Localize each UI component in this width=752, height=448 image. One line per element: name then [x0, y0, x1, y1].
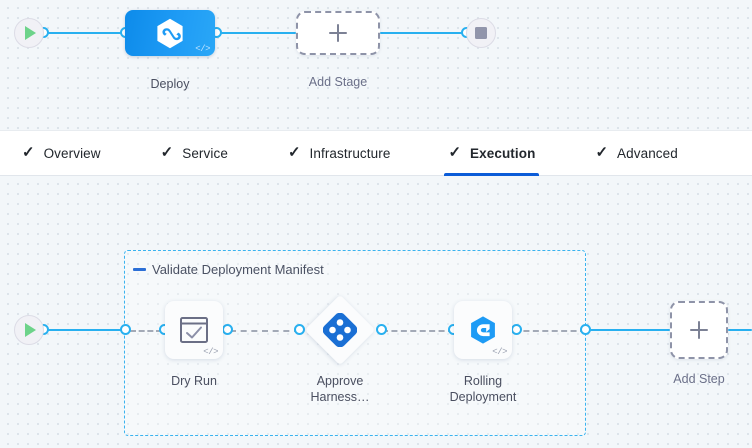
- port-rolling-out: [511, 324, 522, 335]
- check-icon: ✓: [22, 143, 35, 161]
- step-label-rolling-deployment: Rolling Deployment: [433, 373, 533, 405]
- connector-start-to-deploy: [44, 32, 126, 34]
- plus-icon: [690, 321, 708, 339]
- stage-label-deploy: Deploy: [150, 77, 190, 91]
- step-label-approve-harness: Approve Harness…: [290, 373, 390, 405]
- tab-service[interactable]: ✓ Service: [147, 130, 242, 176]
- port-dryrun-out: [222, 324, 233, 335]
- plus-icon: [329, 24, 347, 42]
- check-icon: ✓: [160, 143, 174, 161]
- step-label-add-step: Add Step: [673, 372, 725, 386]
- check-icon: ✓: [287, 143, 301, 161]
- play-icon: [25, 323, 36, 337]
- port-approve-out: [376, 324, 387, 335]
- stage-config-tabs: ✓ Overview ✓ Service ✓ Infrastructure ✓ …: [0, 130, 752, 176]
- code-badge-icon: </>: [195, 44, 210, 54]
- step-node-dry-run[interactable]: </>: [165, 301, 223, 359]
- add-stage-button[interactable]: [296, 11, 380, 55]
- step-label-line-2: Harness…: [310, 390, 370, 404]
- play-icon: [25, 26, 36, 40]
- step-node-rolling-deployment[interactable]: </>: [454, 301, 512, 359]
- tab-execution[interactable]: ✓ Execution: [434, 130, 549, 176]
- step-label-line-2: Deployment: [449, 390, 517, 404]
- checklist-window-icon: [180, 317, 208, 343]
- step-group-header[interactable]: Validate Deployment Manifest: [133, 262, 324, 277]
- port-group-in: [120, 324, 131, 335]
- connector-group-to-dryrun: [130, 330, 162, 332]
- stage-label-add-stage: Add Stage: [308, 75, 368, 89]
- port-approve-in: [294, 324, 305, 335]
- port-group-out: [580, 324, 591, 335]
- add-step-button[interactable]: [670, 301, 728, 359]
- tab-label: Overview: [43, 145, 101, 161]
- connector-deploy-to-addstage: [216, 32, 296, 34]
- check-icon: ✓: [595, 143, 609, 161]
- pipeline-start-node[interactable]: [14, 18, 44, 48]
- code-badge-icon: </>: [492, 347, 507, 357]
- connector-addstage-to-end: [380, 32, 466, 34]
- harness-hexagon-icon: [157, 18, 183, 48]
- step-node-approve-harness[interactable]: [304, 294, 376, 366]
- connector-start-to-group: [44, 329, 126, 331]
- tab-infrastructure[interactable]: ✓ Infrastructure: [274, 130, 405, 176]
- connector-dryrun-to-approve: [230, 330, 300, 332]
- check-icon: ✓: [448, 143, 462, 161]
- connector-rolling-to-groupout: [514, 330, 586, 332]
- connector-group-to-addstep: [586, 329, 670, 331]
- connector-addstep-to-edge: [728, 329, 752, 331]
- step-label-line-1: Approve: [316, 374, 364, 388]
- execution-start-node[interactable]: [14, 315, 44, 345]
- tab-label: Infrastructure: [309, 145, 391, 161]
- tab-label: Execution: [470, 145, 536, 161]
- step-label-line-1: Rolling: [463, 374, 503, 388]
- execution-canvas[interactable]: Validate Deployment Manifest: [0, 176, 752, 448]
- approval-diamond-icon: [323, 313, 357, 347]
- tab-advanced[interactable]: ✓ Advanced: [581, 130, 691, 176]
- tab-label: Advanced: [617, 145, 678, 161]
- step-label-dry-run: Dry Run: [171, 374, 217, 388]
- stage-canvas[interactable]: </> Deploy Add Stage: [0, 0, 752, 130]
- rolling-hexagon-icon: [471, 316, 495, 344]
- step-group-title: Validate Deployment Manifest: [152, 262, 324, 277]
- pipeline-end-node[interactable]: [466, 18, 496, 48]
- stop-icon: [475, 27, 487, 39]
- minus-icon[interactable]: [133, 268, 146, 271]
- connector-approve-to-rolling: [382, 330, 454, 332]
- stage-node-deploy[interactable]: </>: [125, 10, 215, 56]
- tab-overview[interactable]: ✓ Overview: [8, 130, 115, 176]
- tab-label: Service: [182, 145, 228, 161]
- code-badge-icon: </>: [203, 347, 218, 357]
